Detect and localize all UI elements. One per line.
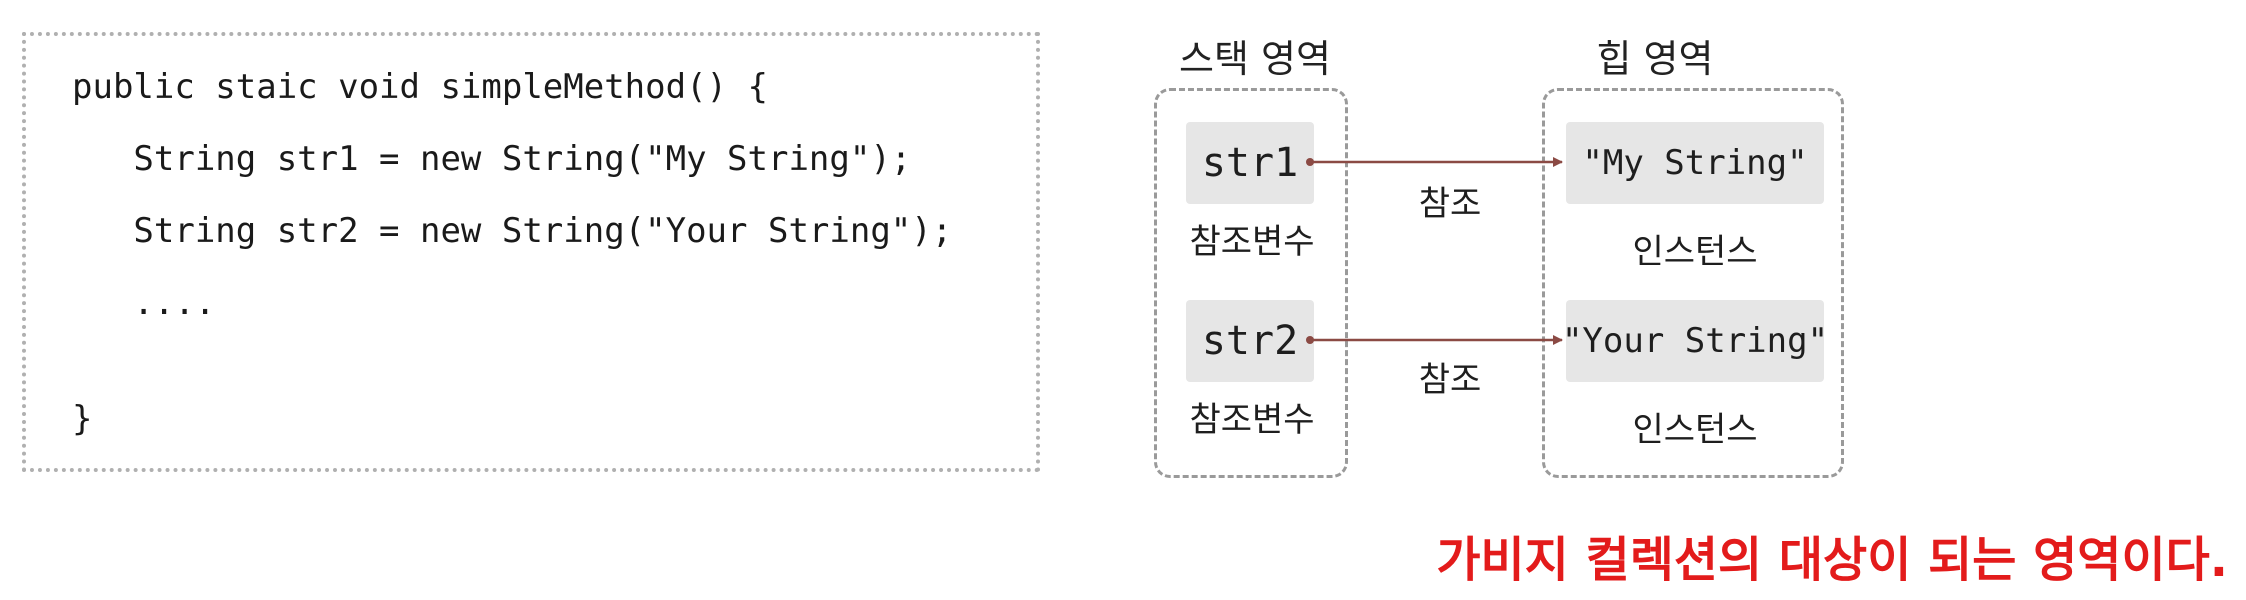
code-line-method-signature: public staic void simpleMethod() { — [72, 67, 768, 107]
str1-variable: str1 — [1186, 122, 1314, 204]
code-panel — [22, 32, 1040, 472]
str2-reference-label: 참조 — [1418, 360, 1482, 400]
your-string-instance: "Your String" — [1562, 300, 1828, 382]
code-line-ellipsis: .... — [72, 283, 216, 323]
stack-area-title: 스택 영역 — [1179, 37, 1331, 81]
str2-variable: str2 — [1186, 300, 1314, 382]
stack-area-box — [1154, 88, 1348, 478]
garbage-collection-note: 가비지 컬렉션의 대상이 되는 영역이다. — [1436, 532, 2228, 588]
code-line-closing-brace: } — [72, 399, 93, 439]
str1-reference-label: 참조 — [1418, 184, 1482, 224]
code-line-str1: String str1 = new String("My String"); — [72, 139, 912, 179]
str2-variable-caption: 참조변수 — [1189, 400, 1315, 440]
heap-area-box — [1542, 88, 1844, 478]
your-string-instance-caption: 인스턴스 — [1632, 410, 1758, 450]
code-line-str2: String str2 = new String("Your String"); — [72, 211, 953, 251]
str1-variable-caption: 참조변수 — [1189, 222, 1315, 262]
heap-area-title: 힙 영역 — [1596, 37, 1714, 81]
my-string-instance-caption: 인스턴스 — [1632, 232, 1758, 272]
my-string-instance: "My String" — [1566, 122, 1824, 204]
